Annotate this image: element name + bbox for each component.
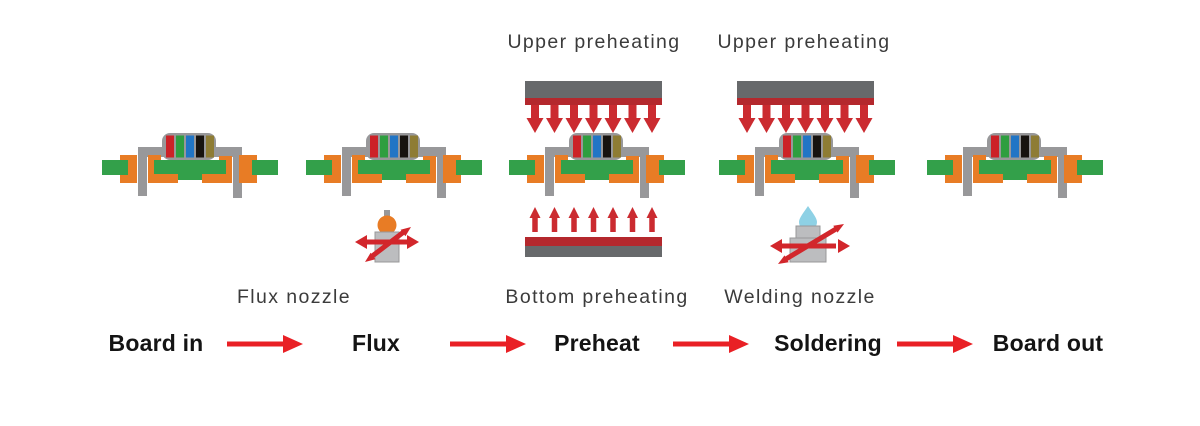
flow-arrow-icon-4 bbox=[897, 335, 973, 353]
pcb-board-icon-board-out bbox=[927, 133, 1103, 198]
flow-step-board-out: Board out bbox=[992, 330, 1104, 356]
flux-nozzle-icon bbox=[355, 210, 419, 263]
flux-nozzle-label: Flux nozzle bbox=[236, 286, 352, 308]
pcb-board-icon-soldering bbox=[719, 133, 895, 198]
pcb-board-icon-preheat bbox=[509, 133, 685, 198]
flow-step-board-in: Board in bbox=[108, 330, 204, 356]
upper-heater-icon-preheat bbox=[525, 81, 662, 133]
flow-step-soldering: Soldering bbox=[774, 330, 882, 356]
upper-heater-icon-soldering bbox=[737, 81, 874, 133]
welding-nozzle-label: Welding nozzle bbox=[724, 286, 876, 308]
bottom-preheating-label: Bottom preheating bbox=[505, 286, 689, 308]
pcb-board-icon-board-in bbox=[102, 133, 278, 198]
upper-preheating-label-1: Upper preheating bbox=[507, 31, 681, 53]
flow-arrow-icon-1 bbox=[227, 335, 303, 353]
bottom-heater-icon bbox=[525, 207, 662, 257]
welding-nozzle-icon bbox=[770, 206, 850, 264]
flow-arrow-icon-3 bbox=[673, 335, 749, 353]
pcb-board-icon-flux bbox=[306, 133, 482, 198]
flow-step-preheat: Preheat bbox=[554, 330, 640, 356]
upper-preheating-label-2: Upper preheating bbox=[717, 31, 891, 53]
flow-arrow-icon-2 bbox=[450, 335, 526, 353]
flow-step-flux: Flux bbox=[351, 330, 401, 356]
